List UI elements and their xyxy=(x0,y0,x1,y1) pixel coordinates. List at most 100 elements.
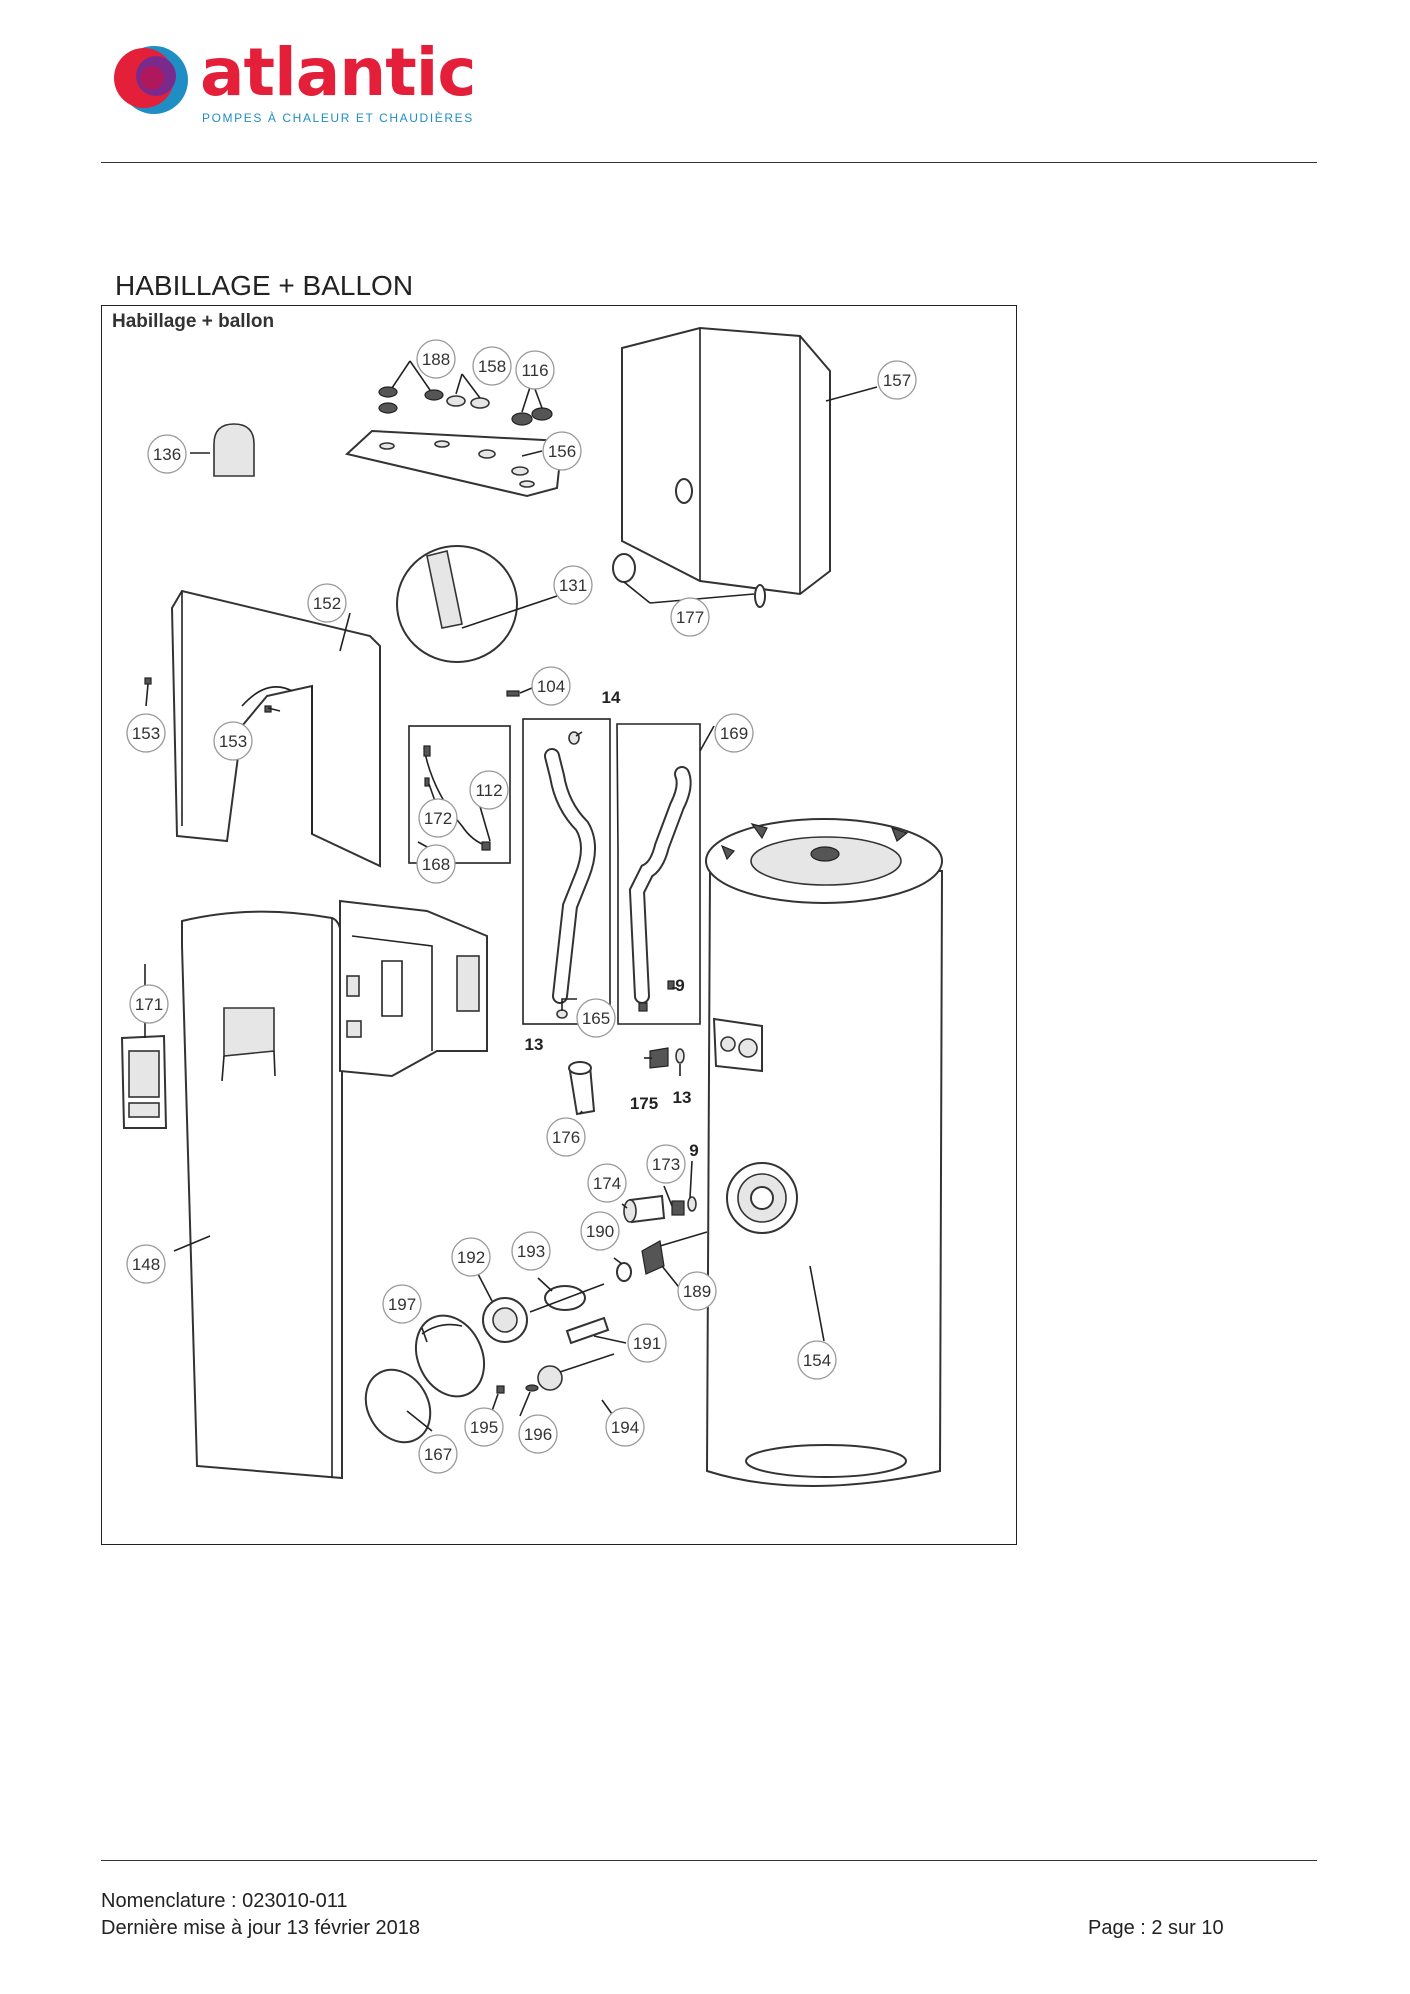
callout-168: 168 xyxy=(416,844,456,884)
svg-text:104: 104 xyxy=(537,677,565,696)
exploded-parts-diagram: .p { fill:#fff; stroke:#333; stroke-widt… xyxy=(101,305,1017,1545)
callout-156: 156 xyxy=(542,431,582,471)
part-152-upper-cover xyxy=(170,589,381,868)
parts-box-tube-165 xyxy=(522,718,611,1025)
callout-158: 158 xyxy=(472,346,512,386)
part-156-top-plate xyxy=(344,429,564,498)
svg-text:158: 158 xyxy=(478,357,506,376)
svg-text:131: 131 xyxy=(559,576,587,595)
footer-last-update: Dernière mise à jour 13 février 2018 xyxy=(101,1917,421,1939)
callout-9-lower: 9 xyxy=(689,1141,698,1160)
part-electronics-box xyxy=(339,899,488,1078)
svg-text:191: 191 xyxy=(633,1334,661,1353)
svg-text:197: 197 xyxy=(388,1295,416,1314)
callout-175: 175 xyxy=(630,1094,658,1113)
callout-136: 136 xyxy=(147,434,187,474)
callout-196: 196 xyxy=(518,1414,558,1454)
callout-165: 165 xyxy=(576,998,616,1038)
callout-112: 112 xyxy=(469,770,509,810)
svg-text:192: 192 xyxy=(457,1248,485,1267)
callout-153-left: 153 xyxy=(126,713,166,753)
part-154-tank xyxy=(705,818,944,1487)
callout-193: 193 xyxy=(511,1231,551,1271)
callout-169: 169 xyxy=(714,713,754,753)
part-175-valve xyxy=(649,1047,685,1069)
callout-173: 173 xyxy=(646,1144,686,1184)
part-167-197-cover-ring xyxy=(364,1314,486,1444)
part-top-caps xyxy=(378,386,553,426)
svg-text:136: 136 xyxy=(153,445,181,464)
svg-text:172: 172 xyxy=(424,809,452,828)
svg-text:167: 167 xyxy=(424,1445,452,1464)
svg-text:195: 195 xyxy=(470,1418,498,1437)
part-194-195-196-anode xyxy=(496,1353,615,1394)
callout-174: 174 xyxy=(587,1163,627,1203)
diagram-canvas: .p { fill:#fff; stroke:#333; stroke-widt… xyxy=(112,311,944,1487)
callout-191: 191 xyxy=(627,1323,667,1363)
footer-divider xyxy=(101,1860,1317,1861)
svg-text:157: 157 xyxy=(883,371,911,390)
part-104-clip xyxy=(506,690,520,697)
callout-154: 154 xyxy=(797,1340,837,1380)
callout-148: 148 xyxy=(126,1244,166,1284)
svg-text:196: 196 xyxy=(524,1425,552,1444)
part-177-orings xyxy=(612,553,766,608)
callout-167: 167 xyxy=(418,1434,458,1474)
callout-189: 189 xyxy=(677,1271,717,1311)
logo-mark-icon xyxy=(114,46,188,114)
callout-177: 177 xyxy=(670,597,710,637)
svg-text:177: 177 xyxy=(676,608,704,627)
svg-text:194: 194 xyxy=(611,1418,639,1437)
svg-text:193: 193 xyxy=(517,1242,545,1261)
callout-13-left: 13 xyxy=(525,1035,544,1054)
part-174-173-connectors xyxy=(623,1194,697,1224)
part-136-cap xyxy=(213,423,255,477)
callout-194: 194 xyxy=(605,1407,645,1447)
callout-190: 190 xyxy=(580,1211,620,1251)
part-176-fitting xyxy=(568,1061,596,1116)
parts-box-112-172-168 xyxy=(408,725,511,864)
part-148-front-panel xyxy=(181,910,343,1480)
svg-text:188: 188 xyxy=(422,350,450,369)
callout-131: 131 xyxy=(553,565,593,605)
callout-192: 192 xyxy=(451,1237,491,1277)
callout-197: 197 xyxy=(382,1284,422,1324)
callout-157: 157 xyxy=(877,360,917,400)
callout-9-upper: 9 xyxy=(675,976,684,995)
svg-text:156: 156 xyxy=(548,442,576,461)
svg-text:189: 189 xyxy=(683,1282,711,1301)
svg-text:153: 153 xyxy=(219,732,247,751)
svg-text:168: 168 xyxy=(422,855,450,874)
part-131-round-panel xyxy=(396,545,518,663)
section-title: HABILLAGE + BALLON xyxy=(115,270,414,301)
callout-13-right: 13 xyxy=(673,1088,692,1107)
brand-tagline: POMPES À CHALEUR ET CHAUDIÈRES xyxy=(202,111,474,125)
brand-logo: atlantic POMPES À CHALEUR ET CHAUDIÈRES xyxy=(112,38,492,130)
callout-116: 116 xyxy=(515,350,555,390)
part-189-190-heater xyxy=(616,1231,708,1282)
svg-text:190: 190 xyxy=(586,1222,614,1241)
svg-text:148: 148 xyxy=(132,1255,160,1274)
footer-page-number: Page : 2 sur 10 xyxy=(1088,1917,1224,1939)
svg-text:152: 152 xyxy=(313,594,341,613)
svg-text:173: 173 xyxy=(652,1155,680,1174)
callout-172: 172 xyxy=(418,798,458,838)
svg-text:174: 174 xyxy=(593,1174,621,1193)
callout-195: 195 xyxy=(464,1407,504,1447)
brand-name: atlantic xyxy=(200,34,477,111)
svg-text:169: 169 xyxy=(720,724,748,743)
svg-text:176: 176 xyxy=(552,1128,580,1147)
footer-nomenclature: Nomenclature : 023010-011 xyxy=(101,1890,348,1912)
part-191-192-193-flange-set xyxy=(482,1283,610,1345)
callout-14: 14 xyxy=(602,688,621,707)
callout-104: 104 xyxy=(531,666,571,706)
part-171-control-panel xyxy=(120,1034,168,1129)
svg-text:171: 171 xyxy=(135,995,163,1014)
parts-frame-169 xyxy=(616,723,701,1025)
svg-text:165: 165 xyxy=(582,1009,610,1028)
diagram-caption: Habillage + ballon xyxy=(112,311,274,332)
svg-text:112: 112 xyxy=(475,781,502,800)
leader-lines xyxy=(144,360,878,1432)
svg-text:154: 154 xyxy=(803,1351,831,1370)
callout-176: 176 xyxy=(546,1117,586,1157)
